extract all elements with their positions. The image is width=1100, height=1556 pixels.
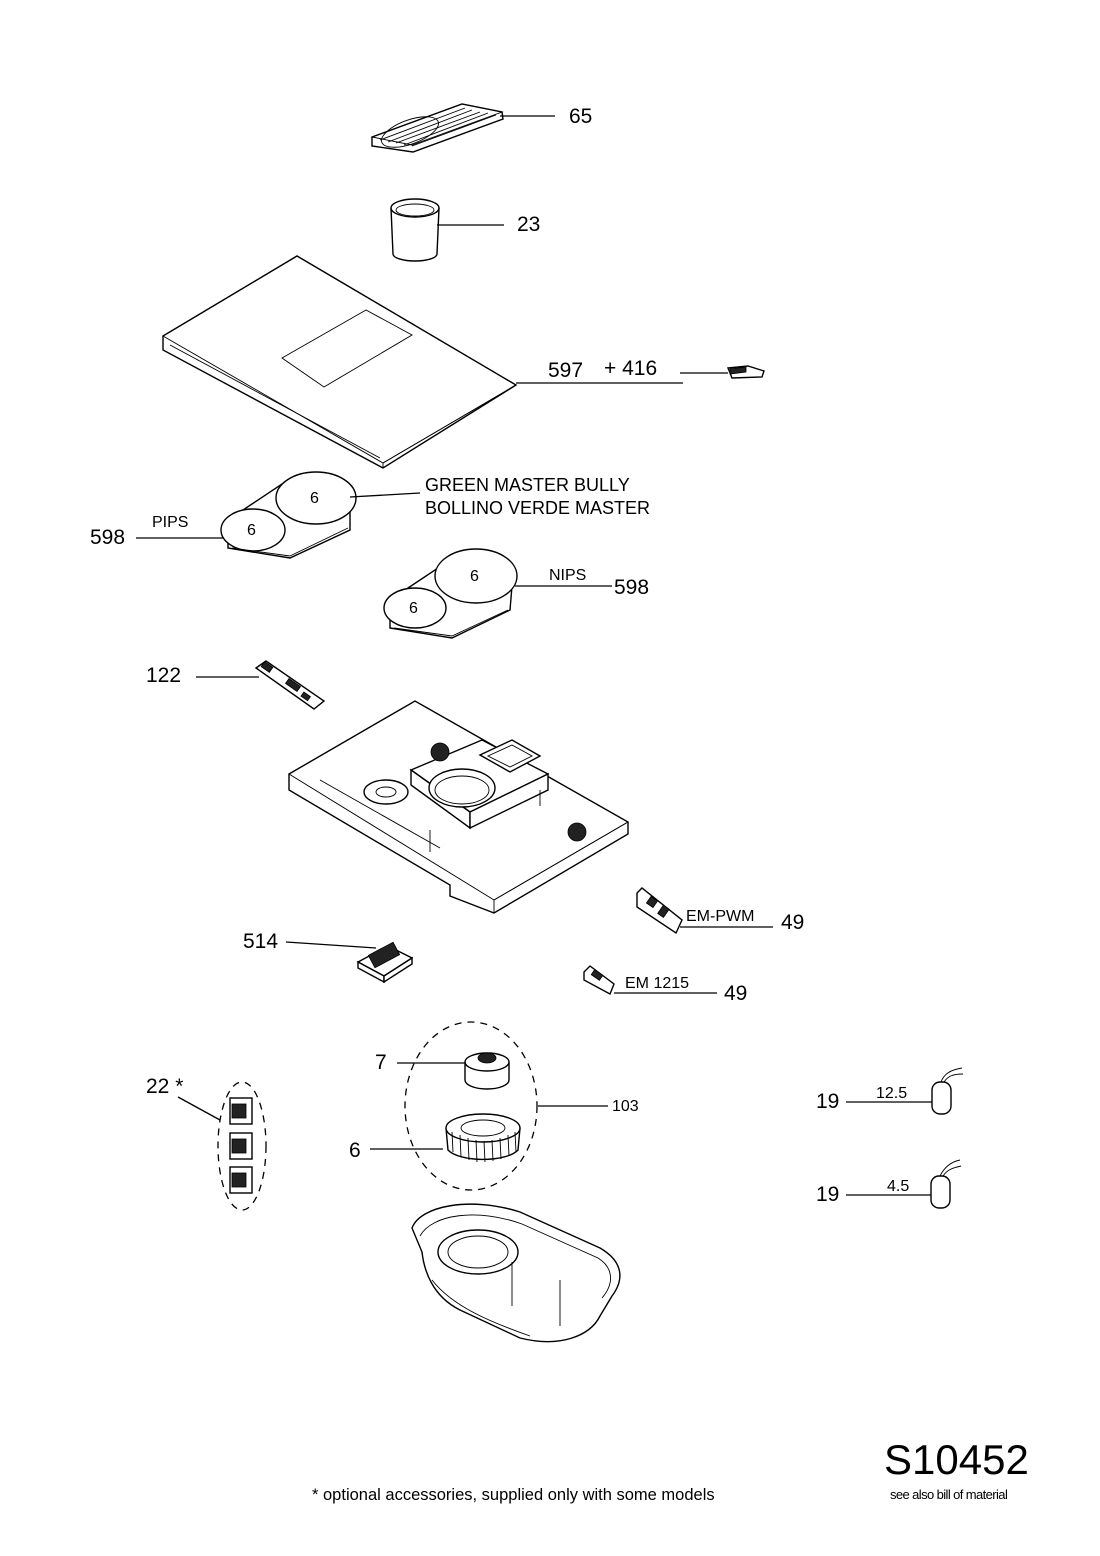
label-em-pwm: EM-PWM bbox=[686, 908, 754, 925]
label-em-1215: EM 1215 bbox=[625, 975, 689, 992]
part-514-connector: 514 bbox=[243, 930, 414, 984]
label-6: 6 bbox=[349, 1139, 361, 1162]
label-122: 122 bbox=[146, 664, 181, 687]
label-19-a: 19 bbox=[816, 1090, 839, 1113]
label-12-5: 12.5 bbox=[876, 1085, 907, 1102]
drawing-reference-note: see also bill of material bbox=[890, 1487, 1008, 1502]
part-122-board: 122 bbox=[146, 660, 326, 710]
label-23: 23 bbox=[517, 213, 540, 236]
part-22-filters: 22 * bbox=[146, 1075, 267, 1211]
label-19-b: 19 bbox=[816, 1183, 839, 1206]
label-22: 22 * bbox=[146, 1075, 183, 1098]
part-597-glass-top: 597 + 416 bbox=[162, 255, 765, 469]
part-49-em1215-board: EM 1215 49 bbox=[583, 965, 747, 1005]
label-49-1215: 49 bbox=[724, 982, 747, 1005]
drawing-reference-code: S10452 bbox=[884, 1436, 1029, 1483]
label-416: + 416 bbox=[604, 357, 657, 380]
part-103-motor-assembly: 7 6 103 bbox=[349, 1021, 639, 1191]
label-103: 103 bbox=[612, 1098, 639, 1115]
svg-text:6: 6 bbox=[247, 522, 256, 539]
svg-text:6: 6 bbox=[409, 600, 418, 617]
part-598-nips: 6 6 NIPS 598 bbox=[383, 548, 649, 639]
part-bottom-housing bbox=[411, 1203, 621, 1343]
label-597: 597 bbox=[548, 359, 583, 382]
label-65: 65 bbox=[569, 105, 592, 128]
svg-text:6: 6 bbox=[470, 568, 479, 585]
footnote: * optional accessories, supplied only wi… bbox=[312, 1486, 715, 1504]
part-49-em-pwm-board: EM-PWM 49 bbox=[636, 887, 804, 935]
part-19-capacitor-12-5: 12.5 19 bbox=[816, 1067, 964, 1115]
label-7: 7 bbox=[375, 1051, 387, 1074]
label-green-master-it: BOLLINO VERDE MASTER bbox=[425, 498, 650, 518]
part-65-grille: 65 bbox=[370, 103, 592, 153]
svg-text:6: 6 bbox=[310, 490, 319, 507]
label-514: 514 bbox=[243, 930, 278, 953]
label-598-right: 598 bbox=[614, 576, 649, 599]
label-nips: NIPS bbox=[549, 567, 586, 584]
label-598-left: 598 bbox=[90, 526, 125, 549]
part-23-cylinder: 23 bbox=[390, 198, 540, 262]
part-598-pips: 6 6 GREEN MASTER BULLY BOLLINO VERDE MAS… bbox=[90, 471, 650, 559]
part-chassis bbox=[288, 700, 629, 914]
label-pips: PIPS bbox=[152, 514, 188, 531]
part-19-capacitor-4-5: 4.5 19 bbox=[816, 1159, 962, 1209]
label-4-5: 4.5 bbox=[887, 1178, 909, 1195]
label-49-pwm: 49 bbox=[781, 911, 804, 934]
label-green-master-en: GREEN MASTER BULLY bbox=[425, 475, 630, 495]
